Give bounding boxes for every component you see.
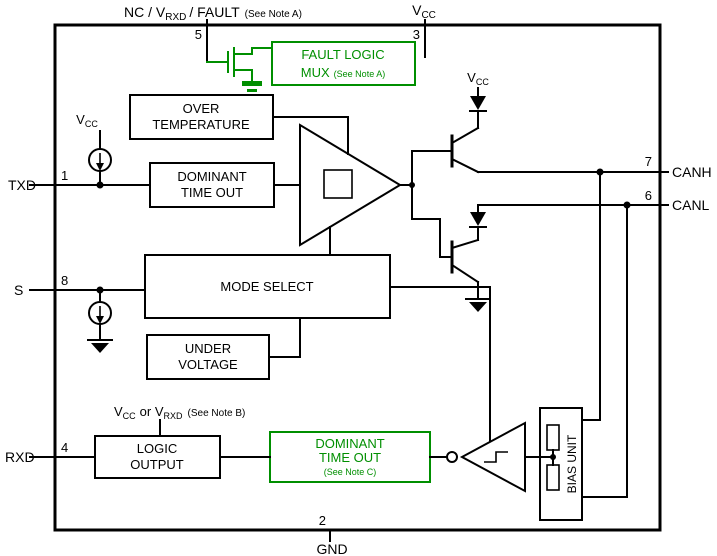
junction-dot [409,182,415,188]
logic-output-label: LOGIC [137,441,177,456]
ground-icon [91,343,109,353]
logic-output-label2: OUTPUT [130,457,184,472]
pin4-name: RXD [5,449,35,465]
over-temperature-label2: TEMPERATURE [152,117,250,132]
pin3-vcc-label: VCC [412,2,436,21]
dominant-time-out-tx-block [149,162,275,208]
resistor-icon [546,464,560,491]
under-voltage-label: UNDER [185,341,231,356]
pin6-number: 6 [645,188,652,203]
ground-icon [242,81,262,86]
diode-icon [470,212,486,226]
driver-amplifier-icon [299,123,402,247]
pin4-number: 4 [61,440,68,455]
collector [450,126,480,145]
pin-leads [29,19,669,542]
pin1-number: 1 [61,168,68,183]
pin2-name: GND [316,541,347,556]
txd-current-source-icon [88,130,112,189]
over-temperature-label: OVER [183,101,220,116]
rxd-chain-wires [159,419,271,458]
resistor-icon [546,424,560,451]
junction-dot [96,181,104,189]
vcc-label-driver: VCC [467,70,489,87]
ground-icon [247,89,257,92]
receiver-schmitt-icon [429,421,554,493]
s-current-sink-icon [87,286,113,353]
amplifier-triangle [299,123,402,247]
pin2-number: 2 [319,513,326,528]
schmitt-triangle [459,421,526,493]
mode-select-label: MODE SELECT [220,279,313,294]
fault-logic-mux-block [271,41,416,86]
pin5-top-label: NC / VRXD/ FAULT(See Note A) [124,4,302,23]
dominant-time-out-tx-label2: TIME OUT [181,185,243,200]
dominant-time-out-rx-label: DOMINANT [315,436,384,451]
bias-unit-label: BIAS UNIT [565,434,579,493]
dominant-time-out-rx-block [269,431,431,483]
fault-mux-mosfet-icon [206,47,273,92]
diode-icon [470,96,486,110]
emitter [450,263,480,284]
pin5-number: 5 [195,27,202,42]
amplifier-wires [272,116,453,258]
under-voltage-block [146,334,270,380]
mode-select-wires [268,286,491,442]
canl-driver-icon [450,204,491,312]
dominant-time-out-rx-note: (See Note C) [324,467,377,477]
amplifier-inner-box [323,169,353,199]
pin8-number: 8 [61,273,68,288]
pin3-number: 3 [413,27,420,42]
hysteresis-icon [484,451,508,463]
dominant-time-out-rx-label2: TIME OUT [319,450,381,465]
pin7-name: CANH [672,164,712,180]
pin1-name: TXD [8,177,36,193]
over-temperature-block [129,94,274,140]
arrow-head [96,163,104,171]
pin6-name: CANL [672,197,710,213]
arrow-head [96,316,104,324]
canh-driver-icon [450,87,487,174]
vcc-label-txd: VCC [76,112,98,129]
mode-select-block [144,254,391,319]
pin8-name: S [14,282,23,298]
inverter-bubble-icon [446,451,458,463]
under-voltage-label2: VOLTAGE [178,357,238,372]
collector [450,238,480,250]
pin7-number: 7 [645,154,652,169]
chip-outline [53,23,662,532]
emitter [450,157,480,174]
fault-logic-mux-label2: MUX(See Note A) [301,65,385,80]
ground-icon [469,302,487,312]
fault-logic-mux-label: FAULT LOGIC [301,47,384,62]
dominant-time-out-tx-label: DOMINANT [177,169,246,184]
